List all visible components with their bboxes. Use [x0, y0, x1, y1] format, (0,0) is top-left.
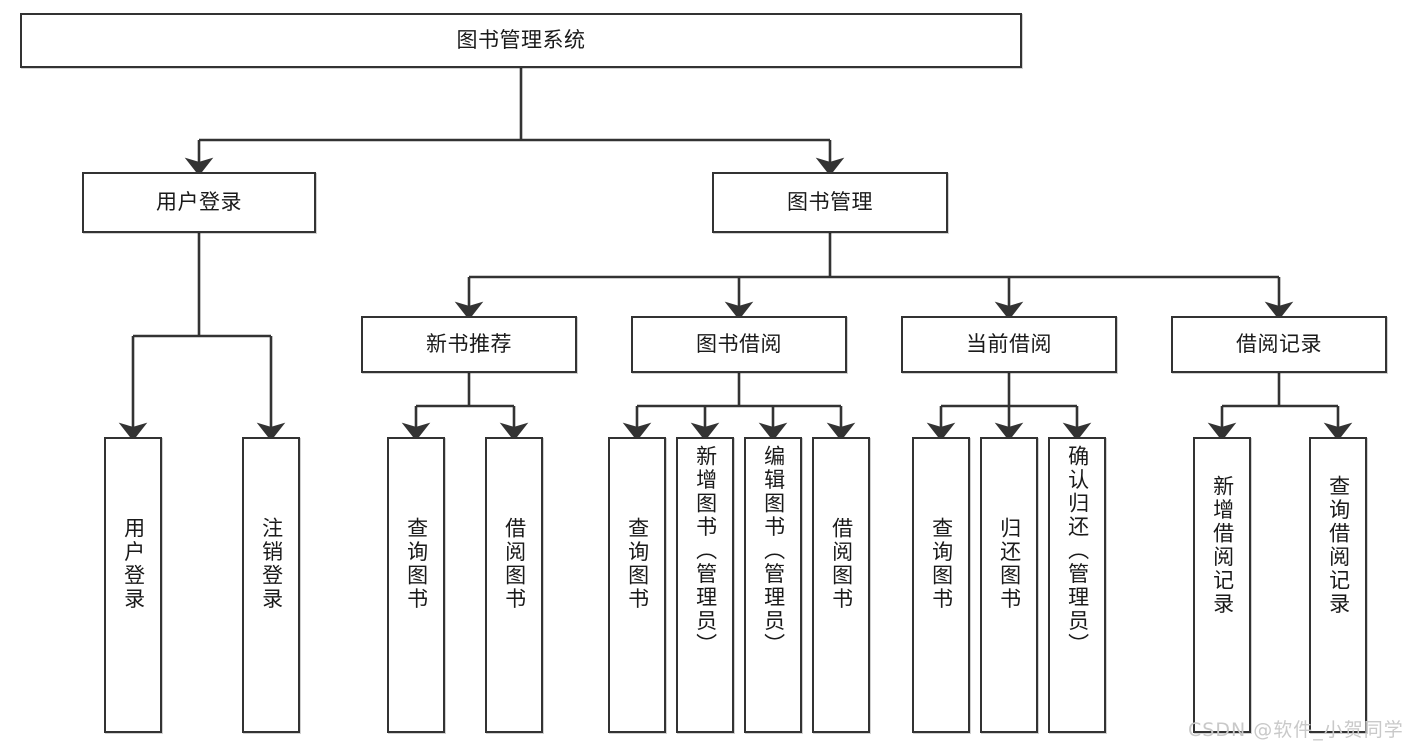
- leaf-return-book[interactable]: 归还图书: [980, 437, 1038, 733]
- leaf-edit-book-label: 编辑图书（管理员）: [761, 445, 786, 657]
- leaf-borrow-book-2-label: 借阅图书: [829, 517, 854, 611]
- leaf-query-book-3-label: 查询图书: [929, 517, 954, 611]
- leaf-user-login[interactable]: 用户登录: [104, 437, 162, 733]
- leaf-add-book[interactable]: 新增图书（管理员）: [676, 437, 734, 733]
- leaf-add-book-label: 新增图书（管理员）: [693, 445, 718, 657]
- leaf-borrow-book-2[interactable]: 借阅图书: [812, 437, 870, 733]
- leaf-query-book-1-label: 查询图书: [404, 517, 429, 611]
- node-current-borrow-label: 当前借阅: [966, 332, 1052, 357]
- node-book-manage[interactable]: 图书管理: [712, 172, 948, 233]
- leaf-borrow-book-1[interactable]: 借阅图书: [485, 437, 543, 733]
- node-borrow-record[interactable]: 借阅记录: [1171, 316, 1387, 373]
- leaf-user-login-label: 用户登录: [121, 517, 146, 611]
- node-root-label: 图书管理系统: [456, 28, 586, 53]
- node-borrow-record-label: 借阅记录: [1236, 332, 1322, 357]
- leaf-logout[interactable]: 注销登录: [242, 437, 300, 733]
- leaf-query-record[interactable]: 查询借阅记录: [1309, 437, 1367, 733]
- node-new-book-recommend[interactable]: 新书推荐: [361, 316, 577, 373]
- node-user-login-label: 用户登录: [156, 190, 242, 215]
- csdn-watermark: CSDN @软件_小贺同学: [1188, 719, 1404, 741]
- leaf-confirm-return-label: 确认归还（管理员）: [1065, 445, 1090, 657]
- leaf-query-record-label: 查询借阅记录: [1326, 475, 1351, 616]
- leaf-add-record-label: 新增借阅记录: [1210, 475, 1235, 616]
- leaf-query-book-3[interactable]: 查询图书: [912, 437, 970, 733]
- leaf-borrow-book-1-label: 借阅图书: [502, 517, 527, 611]
- leaf-query-book-2[interactable]: 查询图书: [608, 437, 666, 733]
- leaf-confirm-return[interactable]: 确认归还（管理员）: [1048, 437, 1106, 733]
- leaf-edit-book[interactable]: 编辑图书（管理员）: [744, 437, 802, 733]
- node-user-login[interactable]: 用户登录: [82, 172, 316, 233]
- node-book-manage-label: 图书管理: [787, 190, 873, 215]
- node-new-book-recommend-label: 新书推荐: [426, 332, 512, 357]
- leaf-query-book-1[interactable]: 查询图书: [387, 437, 445, 733]
- node-current-borrow[interactable]: 当前借阅: [901, 316, 1117, 373]
- leaf-return-book-label: 归还图书: [997, 517, 1022, 611]
- leaf-logout-label: 注销登录: [259, 517, 284, 611]
- leaf-add-record[interactable]: 新增借阅记录: [1193, 437, 1251, 733]
- node-book-borrow-label: 图书借阅: [696, 332, 782, 357]
- node-book-borrow[interactable]: 图书借阅: [631, 316, 847, 373]
- node-root[interactable]: 图书管理系统: [20, 13, 1022, 68]
- leaf-query-book-2-label: 查询图书: [625, 517, 650, 611]
